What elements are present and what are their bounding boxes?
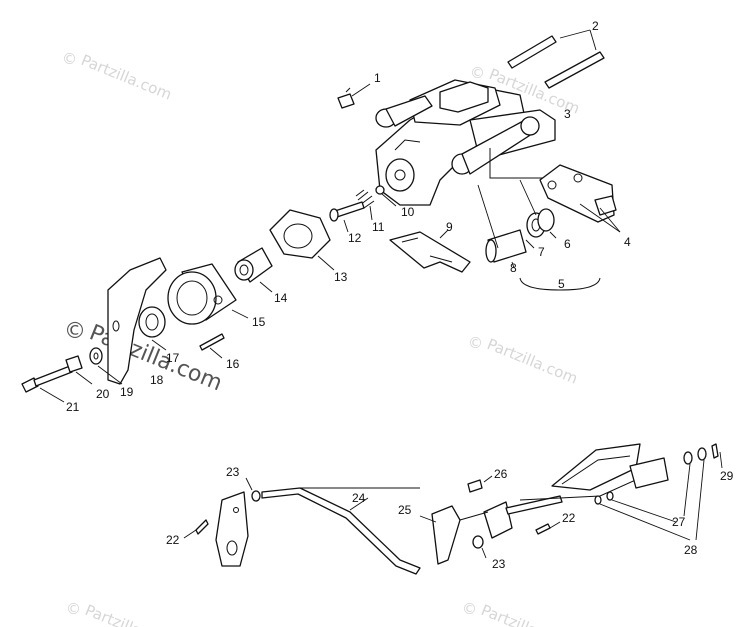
- watermark-4: Partzilla.com: [83, 601, 179, 627]
- watermark-5: Partzilla.com: [479, 601, 575, 627]
- callout-29: 29: [720, 469, 734, 483]
- flange-gasket-icon: [269, 209, 335, 271]
- callout-12: 12: [348, 231, 362, 245]
- watermark-copyright-dark: ©: [64, 319, 86, 344]
- callout-21: 21: [66, 400, 80, 414]
- callout-17: 17: [166, 351, 180, 365]
- watermark-copyright-3: ©: [468, 334, 483, 352]
- housing-icon: [167, 263, 249, 325]
- callout-25: 25: [398, 503, 412, 517]
- master-cylinder-icon: [375, 79, 556, 206]
- callout-4: 4: [624, 235, 631, 249]
- clip-icon: [467, 475, 493, 493]
- brake-pedal-icon: [505, 443, 723, 541]
- piston-icon: [485, 208, 601, 291]
- pedal-pivot-icon: [419, 501, 513, 565]
- caliper-bracket-icon: [539, 164, 621, 233]
- callout-2: 2: [592, 19, 599, 33]
- callout-22-left: 22: [166, 533, 180, 547]
- callout-5: 5: [558, 277, 565, 291]
- pedal-bracket-icon: [107, 257, 167, 385]
- callout-3: 3: [564, 107, 571, 121]
- lower-bracket-icon: [183, 477, 261, 567]
- sleeve-icon: [234, 247, 273, 293]
- bolt-icon: [199, 333, 225, 359]
- callout-23-right: 23: [492, 557, 506, 571]
- callout-1: 1: [374, 71, 381, 85]
- callout-6: 6: [564, 237, 571, 251]
- callout-19: 19: [120, 385, 134, 399]
- watermark-copyright-2: ©: [470, 64, 485, 82]
- callouts: 1 2 3 4 5 6 7 8 9 10 11 12 13 14 15 16 1…: [66, 19, 734, 571]
- callout-16: 16: [226, 357, 240, 371]
- callout-23-left: 23: [226, 465, 240, 479]
- callout-26: 26: [494, 467, 508, 481]
- watermark-copyright-4: ©: [66, 600, 81, 618]
- callout-9: 9: [446, 220, 453, 234]
- callout-14: 14: [274, 291, 288, 305]
- watermark-copyright-5: ©: [462, 600, 477, 618]
- watermark-1: Partzilla.com: [79, 51, 175, 104]
- reservoir-lines-icon: [507, 29, 605, 89]
- callout-8: 8: [510, 261, 517, 275]
- callout-28: 28: [684, 543, 698, 557]
- callout-20: 20: [96, 387, 110, 401]
- callout-15: 15: [252, 315, 266, 329]
- fastener-set-icon: [21, 347, 123, 403]
- callout-10: 10: [401, 205, 415, 219]
- watermark-3: Partzilla.com: [485, 335, 581, 388]
- callout-18: 18: [150, 373, 164, 387]
- brake-rod-icon: [261, 487, 421, 575]
- bleeder-screw-icon: [337, 83, 371, 109]
- guide-lines: [477, 179, 537, 249]
- callout-7: 7: [538, 245, 545, 259]
- callout-24: 24: [352, 491, 366, 505]
- callout-11: 11: [372, 220, 385, 234]
- callout-13: 13: [334, 270, 348, 284]
- callout-22-right: 22: [562, 511, 576, 525]
- callout-27: 27: [672, 515, 686, 529]
- gasket-icon: [389, 229, 471, 273]
- watermark-copyright-1: ©: [62, 50, 77, 68]
- pushrod-spring-icon: [329, 185, 397, 233]
